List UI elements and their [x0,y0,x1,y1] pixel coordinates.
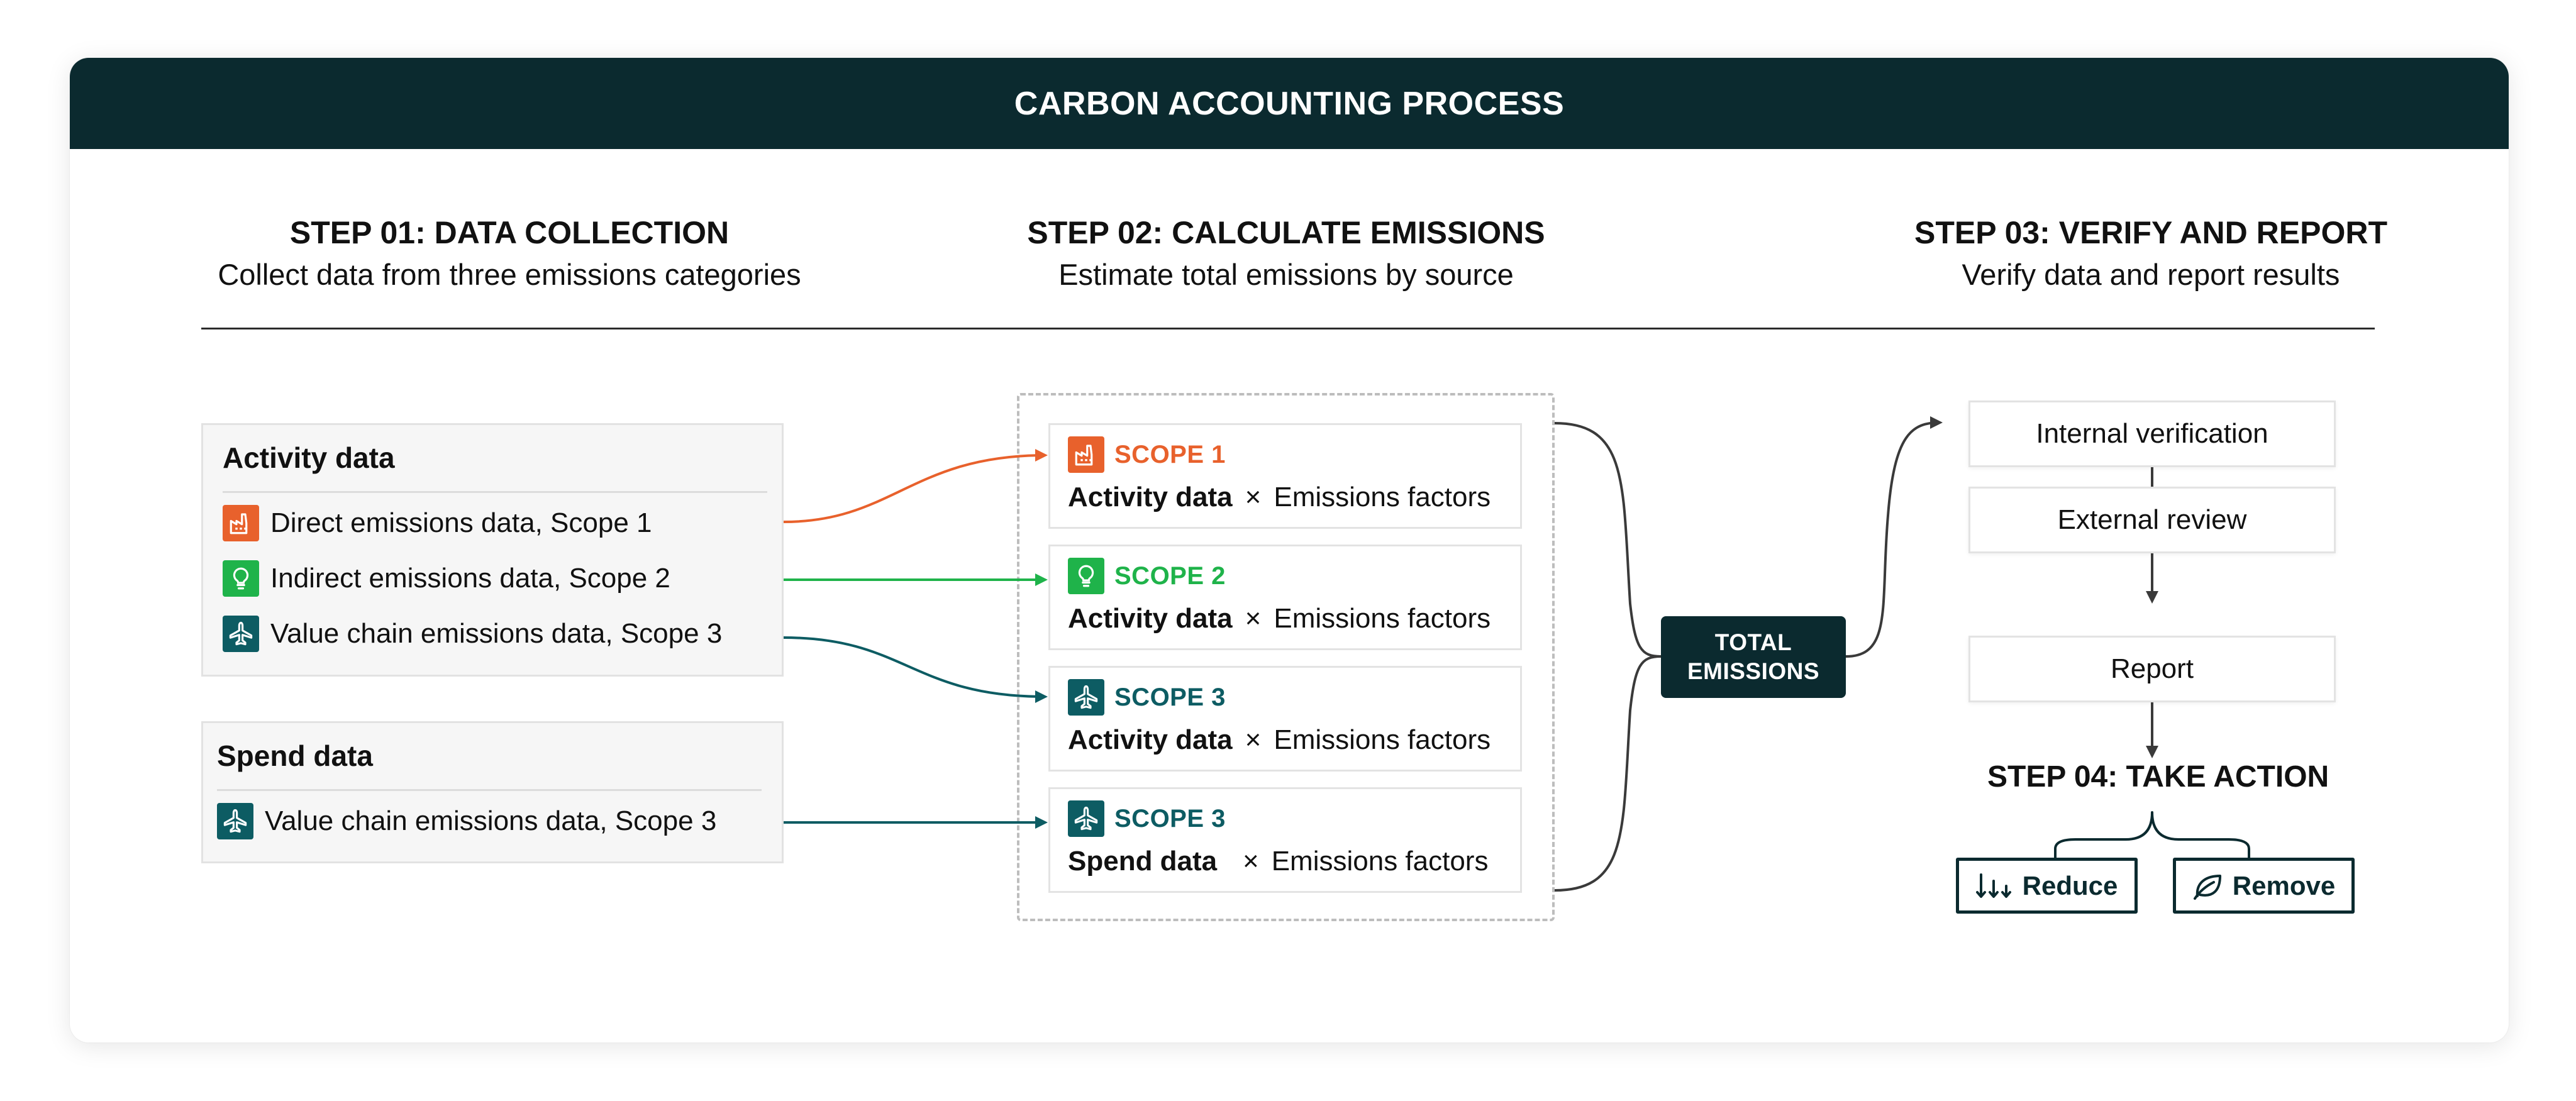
leaf-icon [2192,872,2224,900]
down-arrows-icon [1975,872,2014,900]
remove-label: Remove [2232,870,2336,900]
total-emissions-box: TOTAL EMISSIONS [1661,616,1846,698]
scope-3-spend-formula: Spend data × Emissions factors [1068,846,1488,877]
factory-icon [1068,436,1104,473]
step-03-subtitle: Verify data and report results [1962,258,2340,291]
activity-data-panel: Activity data Direct emissions data, Sco… [201,423,784,677]
step-01-title: STEP 01: DATA COLLECTION [289,215,730,250]
scope-1-label: SCOPE 1 [1114,440,1226,468]
activity-panel-rule [223,491,767,493]
multiply-sign: × [1243,846,1259,877]
step-02-heading: STEP 02: CALCULATE EMISSIONS Estimate to… [943,213,1629,297]
internal-verification-label: Internal verification [2036,418,2268,449]
spend-panel-rule [217,789,762,791]
activity-item-label: Value chain emissions data, Scope 3 [270,618,723,649]
step-02-subtitle: Estimate total emissions by source [1058,258,1514,291]
total-line-2: EMISSIONS [1687,658,1820,684]
scope-1-heading: SCOPE 1 [1068,436,1226,473]
scope-3-activity-formula: Activity data × Emissions factors [1068,724,1491,756]
scope-3-spend-heading: SCOPE 3 [1068,800,1226,837]
spend-data-panel: Spend data Value chain emissions data, S… [201,721,784,863]
airplane-icon [1068,679,1104,716]
spend-panel-title: Spend data [217,739,373,772]
airplane-icon [1068,800,1104,837]
scope-2-formula: Activity data × Emissions factors [1068,603,1491,634]
total-line-1: TOTAL [1714,629,1792,655]
lightbulb-icon [1068,558,1104,594]
activity-panel-title: Activity data [223,441,395,474]
reduce-label: Reduce [2022,870,2118,900]
formula-data-type: Activity data [1068,482,1233,512]
scope-2-heading: SCOPE 2 [1068,558,1226,594]
step-03-heading: STEP 03: VERIFY AND REPORT Verify data a… [1874,213,2428,297]
activity-item-label: Indirect emissions data, Scope 2 [270,563,670,594]
formula-factor: Emissions factors [1274,482,1491,512]
activity-item-label: Direct emissions data, Scope 1 [270,507,652,538]
scope-1-formula: Activity data × Emissions factors [1068,482,1491,513]
activity-item-scope3: Value chain emissions data, Scope 3 [223,616,722,652]
scope-3-label: SCOPE 3 [1114,683,1226,711]
formula-data-type: Spend data [1068,846,1218,877]
reduce-badge: Reduce [1956,858,2138,914]
step-02-title: STEP 02: CALCULATE EMISSIONS [1027,215,1545,250]
spend-item-scope3: Value chain emissions data, Scope 3 [217,803,716,839]
remove-badge: Remove [2173,858,2355,914]
step-01-heading: STEP 01: DATA COLLECTION Collect data fr… [138,213,880,297]
scope-3-activity-box: SCOPE 3 Activity data × Emissions factors [1048,666,1522,772]
formula-data-type: Activity data [1068,603,1233,634]
scope-3-spend-box: SCOPE 3 Spend data × Emissions factors [1048,787,1522,893]
multiply-sign: × [1245,482,1262,512]
header-divider [201,328,2375,329]
formula-data-type: Activity data [1068,724,1233,755]
lightbulb-icon [223,560,259,597]
report-box: Report [1968,636,2336,702]
step-03-title: STEP 03: VERIFY AND REPORT [1914,215,2388,250]
external-review-label: External review [2057,504,2247,535]
scope-3-label: SCOPE 3 [1114,804,1226,833]
diagram-title: CARBON ACCOUNTING PROCESS [1014,85,1565,122]
internal-verification-box: Internal verification [1968,401,2336,467]
formula-factor: Emissions factors [1274,724,1491,755]
multiply-sign: × [1245,724,1262,755]
scope-3-activity-heading: SCOPE 3 [1068,679,1226,716]
step-01-subtitle: Collect data from three emissions catego… [218,258,801,291]
activity-item-scope2: Indirect emissions data, Scope 2 [223,560,670,597]
formula-factor: Emissions factors [1274,603,1491,634]
factory-icon [223,505,259,541]
scope-2-label: SCOPE 2 [1114,562,1226,590]
step-04-title: STEP 04: TAKE ACTION [1987,760,2329,794]
airplane-icon [217,803,253,839]
diagram-header: CARBON ACCOUNTING PROCESS [70,58,2509,149]
scope-2-box: SCOPE 2 Activity data × Emissions factors [1048,545,1522,650]
spend-item-label: Value chain emissions data, Scope 3 [265,805,717,836]
airplane-icon [223,616,259,652]
multiply-sign: × [1245,603,1262,634]
report-label: Report [2110,653,2194,684]
activity-item-scope1: Direct emissions data, Scope 1 [223,505,652,541]
external-review-box: External review [1968,487,2336,553]
formula-factor: Emissions factors [1271,846,1489,877]
scope-1-box: SCOPE 1 Activity data × Emissions factors [1048,423,1522,529]
